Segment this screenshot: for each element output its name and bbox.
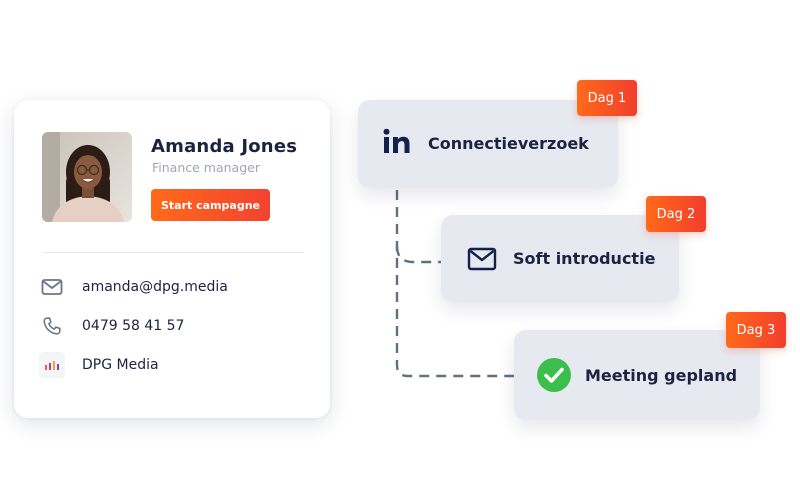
avatar xyxy=(42,132,132,222)
mail-icon xyxy=(465,242,499,276)
phone-icon xyxy=(38,312,66,340)
contact-name: Amanda Jones xyxy=(151,136,298,157)
avatar-photo xyxy=(42,132,132,222)
contact-card: Amanda Jones Finance manager Start campa… xyxy=(14,100,330,418)
day-badge: Dag 2 xyxy=(646,196,706,232)
step-title: Meeting gepland xyxy=(585,366,738,385)
divider xyxy=(42,252,304,253)
step-soft-introduction[interactable]: Soft introductie xyxy=(441,215,679,302)
contact-company: DPG Media xyxy=(82,357,159,373)
connector-line-step2 xyxy=(395,245,441,264)
email-row: amanda@dpg.media xyxy=(38,272,228,302)
step-connection-request[interactable]: Connectieverzoek xyxy=(358,100,618,188)
contact-email[interactable]: amanda@dpg.media xyxy=(82,279,228,295)
day-badge: Dag 1 xyxy=(577,80,637,116)
check-circle-icon xyxy=(536,357,572,393)
step-title: Soft introductie xyxy=(513,249,656,268)
linkedin-icon xyxy=(382,127,412,157)
dpg-media-logo-icon xyxy=(39,352,65,378)
connector-line-step3 xyxy=(395,190,514,378)
contact-phone[interactable]: 0479 58 41 57 xyxy=(82,318,185,334)
mail-icon xyxy=(38,273,66,301)
contact-role: Finance manager xyxy=(152,160,260,175)
step-meeting-planned[interactable]: Meeting gepland xyxy=(514,330,760,420)
step-title: Connectieverzoek xyxy=(428,134,589,153)
start-campaign-button[interactable]: Start campagne xyxy=(151,189,270,221)
company-row: DPG Media xyxy=(38,350,159,380)
day-badge: Dag 3 xyxy=(726,312,786,348)
phone-row: 0479 58 41 57 xyxy=(38,311,184,341)
